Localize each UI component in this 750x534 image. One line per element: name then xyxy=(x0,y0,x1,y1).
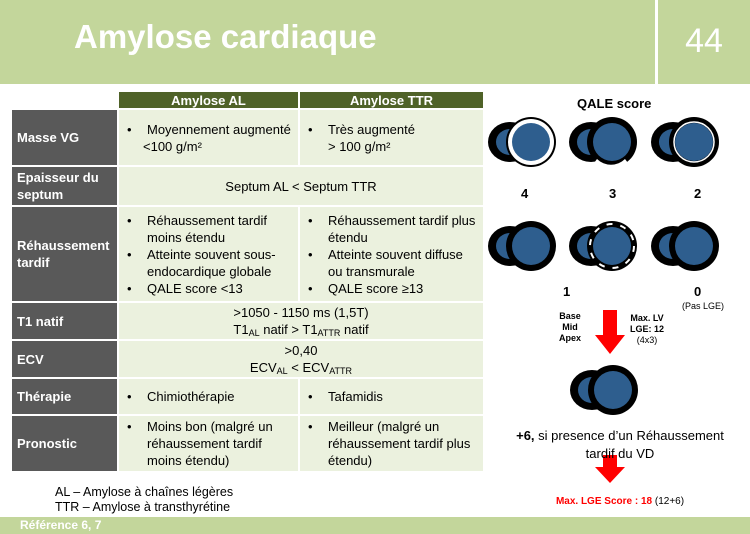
heart-score-1 xyxy=(488,221,556,271)
cell-text: Très augmenté xyxy=(304,121,479,138)
score-label: 3 xyxy=(609,186,617,201)
cell-text: QALE score <13 xyxy=(123,280,294,297)
cell-text: Septum AL < Septum TTR xyxy=(117,165,485,207)
max-lge-score: Max. LGE Score : 18 (12+6) xyxy=(520,496,720,507)
cell-text: Tafamidis xyxy=(304,388,479,405)
row-label: ECV xyxy=(10,339,119,379)
row-label: Masse VG xyxy=(10,108,119,167)
max-label: Max. LGE Score : 18 xyxy=(555,496,653,507)
legend-item: TTR – Amylose à transthyrétine xyxy=(55,500,231,514)
row-label: Pronostic xyxy=(10,414,119,473)
cell-text: Chimiothérapie xyxy=(123,388,294,405)
heart-score-0 xyxy=(651,221,719,271)
cell-text: Moyennement augmenté xyxy=(123,121,294,138)
heart-score-mixed xyxy=(569,221,637,271)
cell-text: > 100 g/m² xyxy=(328,138,391,154)
score-label: 1 xyxy=(563,284,571,299)
cell-text: Meilleur (malgré un réhaussement tardif … xyxy=(304,418,479,469)
reference: Référence 6, 7 xyxy=(20,518,102,532)
max-lv-line: Max. LV xyxy=(630,313,664,323)
heart-score-3 xyxy=(569,117,637,171)
heart-rv xyxy=(570,365,638,415)
row-label: T1 natif xyxy=(10,301,119,341)
legend-item: AL – Amylose à chaînes légères xyxy=(55,485,234,499)
cell-text: Réhaussement tardif plus étendu xyxy=(304,212,479,246)
max-detail: (12+6) xyxy=(652,496,685,507)
arrow-down-icon xyxy=(595,455,625,483)
heart-score-2 xyxy=(651,117,719,167)
qale-title: QALE score xyxy=(577,96,652,111)
score-label: 4 xyxy=(521,186,529,201)
title-bar xyxy=(0,0,655,84)
rv-text: si presence d’un Réhaussement tardif du … xyxy=(534,428,724,461)
rv-note: +6, si presence d’un Réhaussement tardif… xyxy=(500,427,740,463)
heart-score-4 xyxy=(488,117,556,167)
cell-text: QALE score ≥13 xyxy=(304,280,479,297)
no-lge-label: (Pas LGE) xyxy=(681,301,724,311)
cell-text: Atteinte souvent diffuse ou transmurale xyxy=(304,246,479,280)
rv-bold: +6, xyxy=(516,428,535,443)
col-ttr: Amylose TTR xyxy=(298,90,485,110)
cell-text: Atteinte souvent sous-endocardique globa… xyxy=(123,246,294,280)
col-al: Amylose AL xyxy=(117,90,300,110)
cell-text: T1AL natif > T1ATTR natif xyxy=(233,322,369,338)
slide-number: 44 xyxy=(658,0,750,84)
page-title: Amylose cardiaque xyxy=(74,18,377,55)
level: Apex xyxy=(558,333,581,343)
cell-text: Moins bon (malgré un réhaussement tardif… xyxy=(123,418,294,469)
cell-text: >1050 - 1150 ms (1,5T) xyxy=(233,305,369,320)
footer-bar xyxy=(0,517,750,534)
cell-text: >0,40 xyxy=(284,343,318,358)
row-label: Epaisseur du septum xyxy=(10,165,119,207)
row-label: Réhaussement tardif xyxy=(10,205,119,303)
cell-text: <100 g/m² xyxy=(143,138,202,154)
cell-text: Réhaussement tardif moins étendu xyxy=(123,212,294,246)
level: Base xyxy=(559,311,581,321)
cell-text: ECVAL < ECVATTR xyxy=(249,360,353,376)
max-lv-line: LGE: 12 xyxy=(629,324,664,334)
heart-diagrams xyxy=(488,117,719,483)
score-label: 0 xyxy=(694,284,702,299)
level: Mid xyxy=(562,322,578,332)
arrow-down-icon xyxy=(595,310,625,354)
max-lv-line: (4x3) xyxy=(636,335,658,345)
score-label: 2 xyxy=(694,186,702,201)
row-label: Thérapie xyxy=(10,377,119,416)
